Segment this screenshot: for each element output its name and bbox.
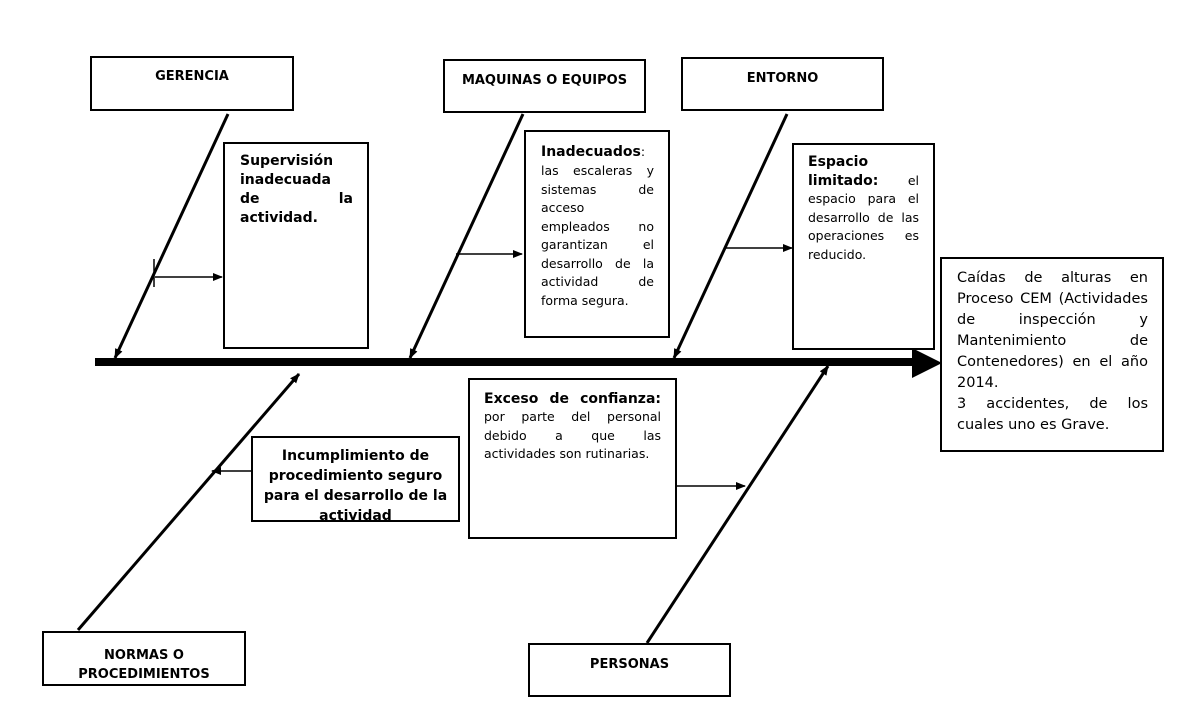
- category-normas-label-2: PROCEDIMIENTOS: [78, 666, 210, 682]
- bone-personas: [645, 365, 830, 644]
- cause-maquinas-text: las escaleras y sistemas de acceso emple…: [541, 163, 654, 308]
- category-personas-label: PERSONAS: [589, 657, 670, 672]
- cause-entorno-title: Espacio limitado:: [808, 154, 879, 189]
- bone-entorno: [672, 113, 789, 359]
- cause-entorno-content: Espacio limitado: el espacio para el des…: [808, 153, 919, 264]
- spine-arrowhead: [912, 348, 942, 378]
- cause-normas-box: Incumplimiento de procedimiento seguro p…: [251, 436, 460, 522]
- cause-maquinas-heading: Inadecuados:: [541, 142, 654, 162]
- cause-maquinas-colon: :: [640, 144, 646, 159]
- cause-personas-box: Exceso de confianza: por parte del perso…: [468, 378, 677, 539]
- bone-maquinas: [408, 113, 525, 359]
- cause-maquinas-title: Inadecuados: [541, 144, 641, 160]
- cause-entorno-box: Espacio limitado: el espacio para el des…: [792, 143, 935, 350]
- cause-personas-title: Exceso de confianza:: [484, 391, 661, 407]
- category-maquinas-label: MAQUINAS O EQUIPOS: [461, 73, 628, 88]
- category-personas: PERSONAS: [528, 643, 731, 697]
- bone-gerencia: [113, 113, 230, 359]
- bone-normas: [76, 373, 301, 631]
- category-maquinas: MAQUINAS O EQUIPOS: [443, 59, 646, 113]
- category-entorno-label: ENTORNO: [746, 71, 819, 86]
- cause-personas-text: por parte del personal debido a que las …: [484, 409, 661, 461]
- category-normas-label-1: NORMAS O: [104, 647, 184, 663]
- category-normas: NORMAS O PROCEDIMIENTOS: [42, 631, 246, 686]
- cause-gerencia-text: Supervisión inadecuada de la actividad.: [240, 153, 353, 226]
- cause-entorno-text: el espacio para el desarrollo de las ope…: [808, 172, 919, 262]
- effect-summary: 3 accidentes, de los cuales uno es Grave…: [957, 396, 1148, 433]
- category-gerencia: GERENCIA: [90, 56, 294, 111]
- category-entorno: ENTORNO: [681, 57, 884, 111]
- effect-text: Caídas de alturas en Proceso CEM (Activi…: [957, 270, 1148, 391]
- cause-maquinas-box: Inadecuados: las escaleras y sistemas de…: [524, 130, 670, 338]
- cause-gerencia-box: Supervisión inadecuada de la actividad.: [223, 142, 369, 349]
- cause-normas-text: Incumplimiento de procedimiento seguro p…: [263, 448, 448, 522]
- category-gerencia-label: GERENCIA: [155, 69, 229, 84]
- effect-box: Caídas de alturas en Proceso CEM (Activi…: [940, 257, 1164, 452]
